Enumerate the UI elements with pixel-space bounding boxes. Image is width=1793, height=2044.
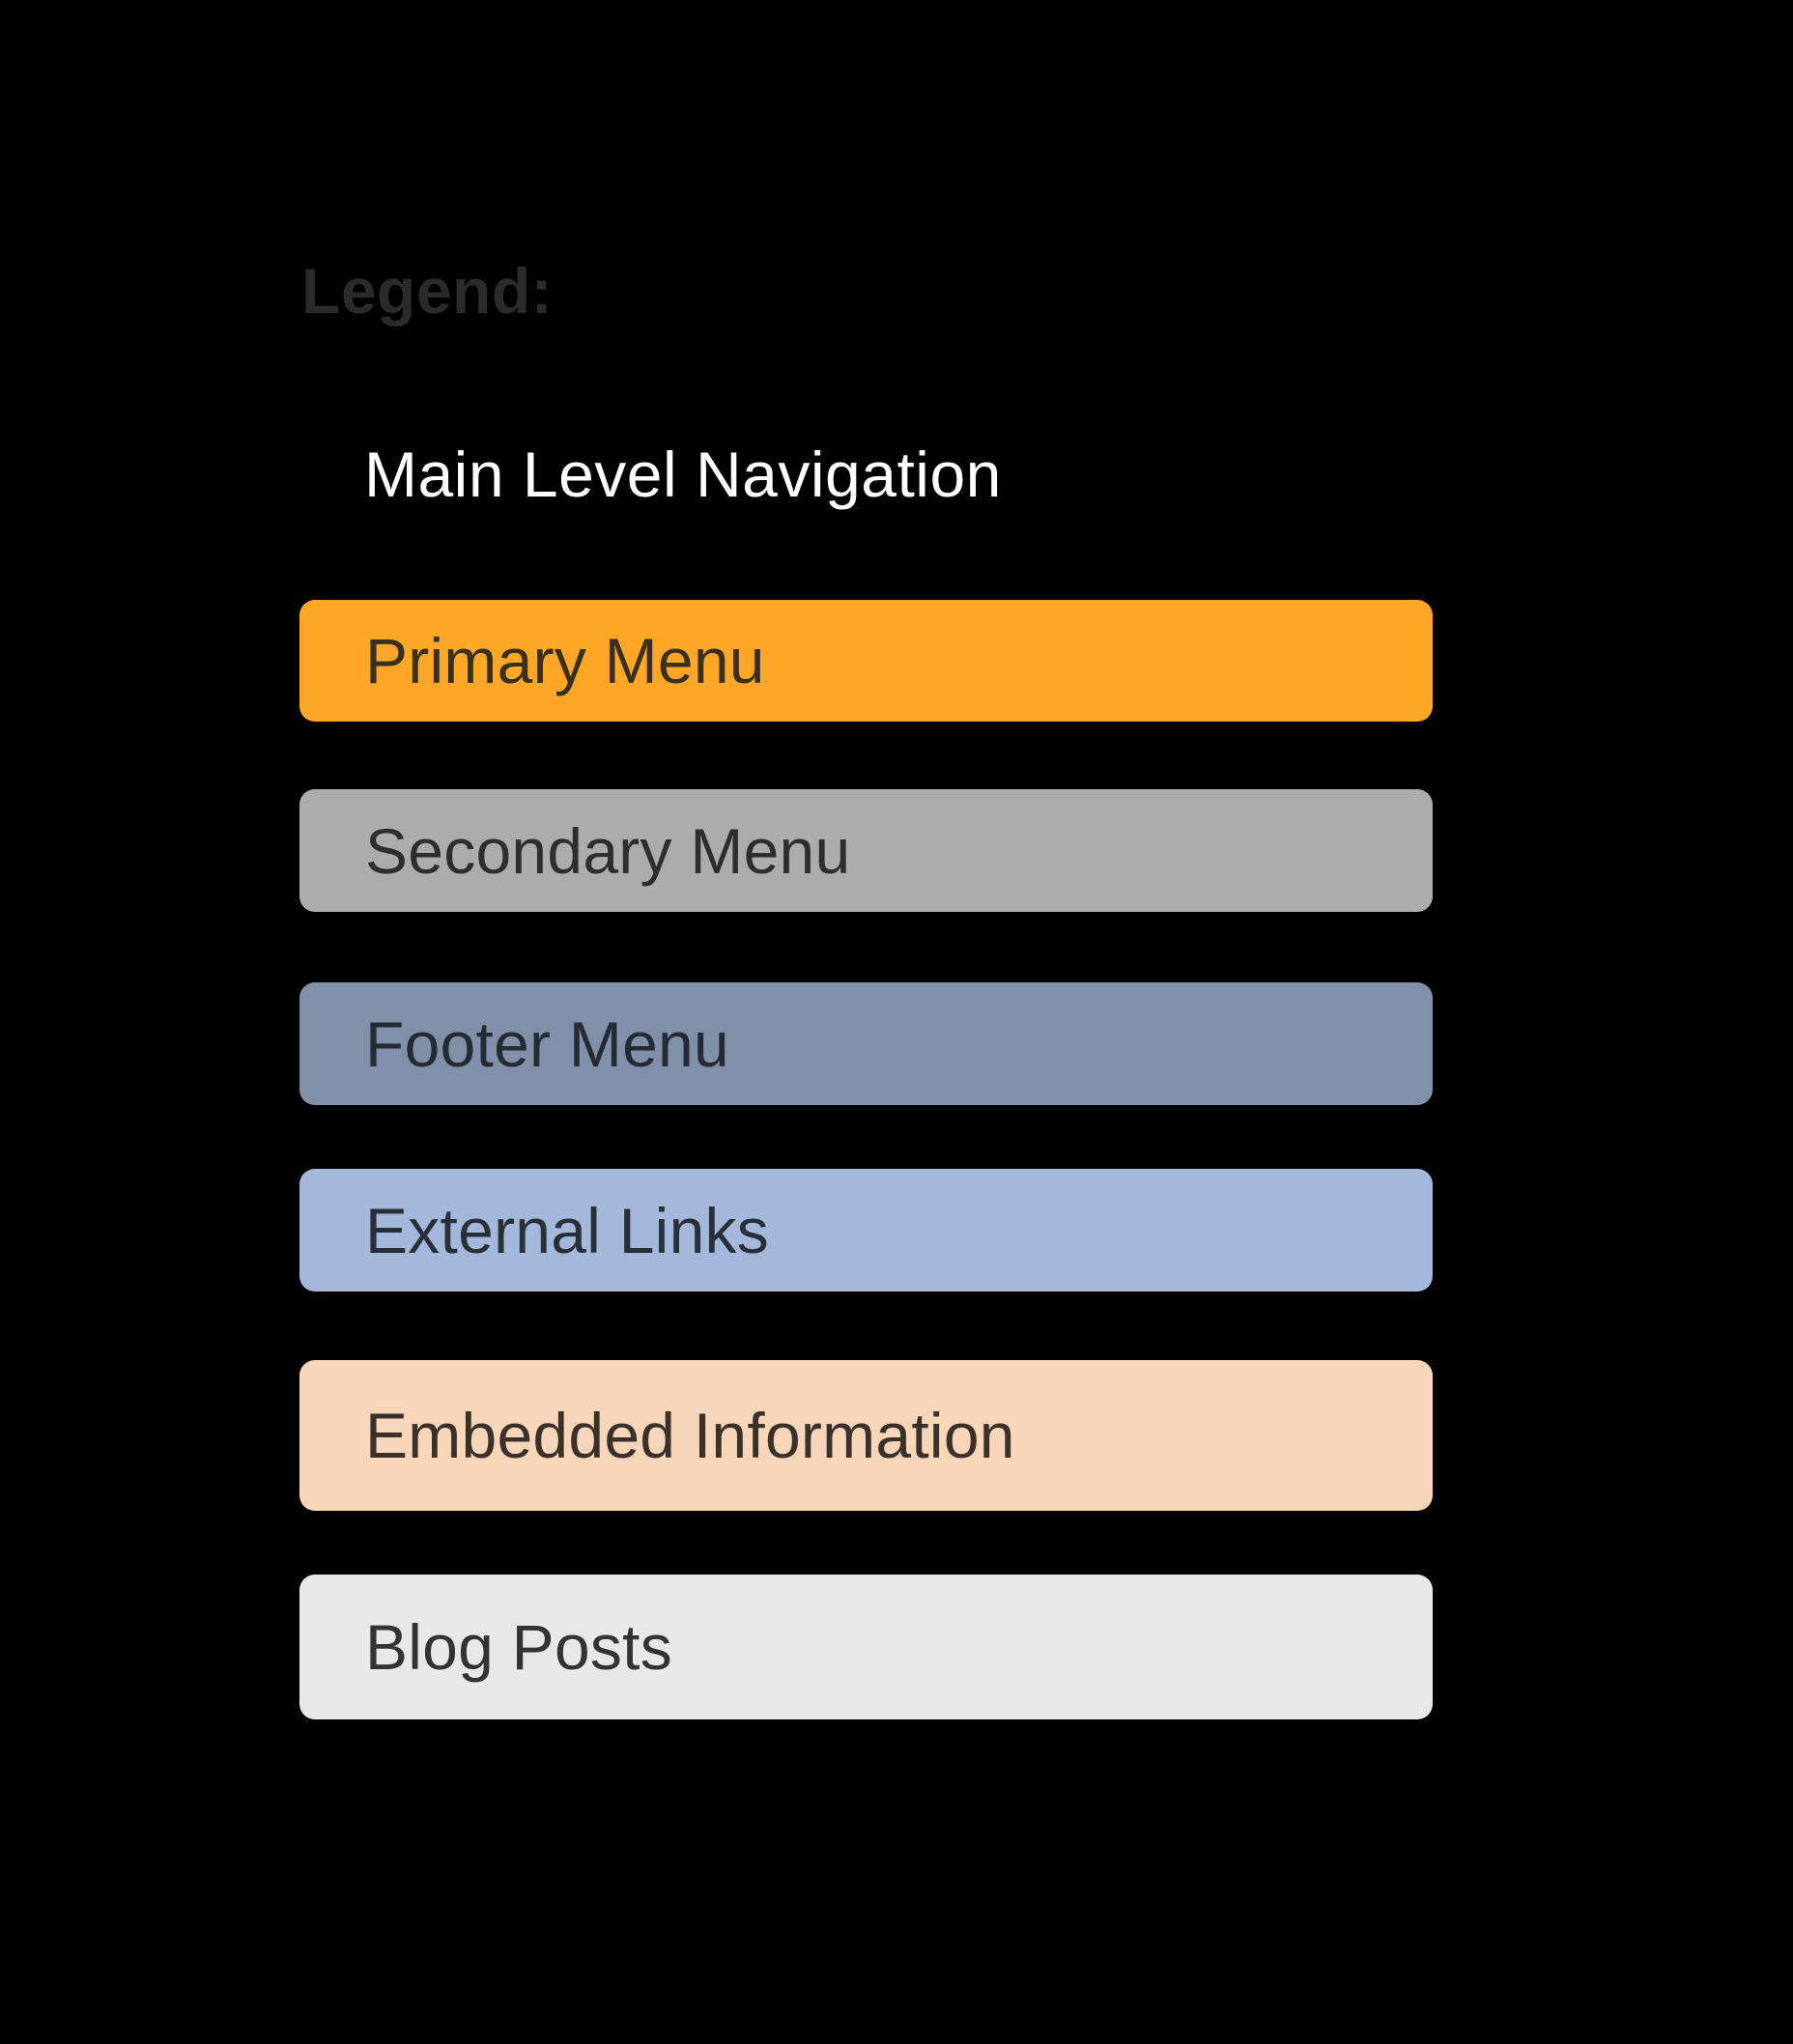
legend-item-external-links: External Links — [299, 1169, 1433, 1292]
legend-item-footer-menu: Footer Menu — [299, 982, 1433, 1105]
legend-item-label: Secondary Menu — [365, 814, 851, 887]
legend-item-label: Embedded Information — [365, 1400, 1015, 1471]
legend-item-label: External Links — [365, 1194, 770, 1266]
legend-item-secondary-menu: Secondary Menu — [299, 789, 1433, 912]
legend-item-label: Primary Menu — [365, 625, 765, 696]
legend-title: Legend: — [301, 255, 554, 326]
legend-item-embedded-information: Embedded Information — [299, 1360, 1433, 1511]
legend-item-label: Footer Menu — [365, 1008, 729, 1080]
legend-item-blog-posts: Blog Posts — [299, 1575, 1433, 1719]
legend-subtitle: Main Level Navigation — [364, 439, 1002, 510]
legend-item-primary-menu: Primary Menu — [299, 600, 1433, 722]
legend-item-label: Blog Posts — [365, 1611, 672, 1683]
